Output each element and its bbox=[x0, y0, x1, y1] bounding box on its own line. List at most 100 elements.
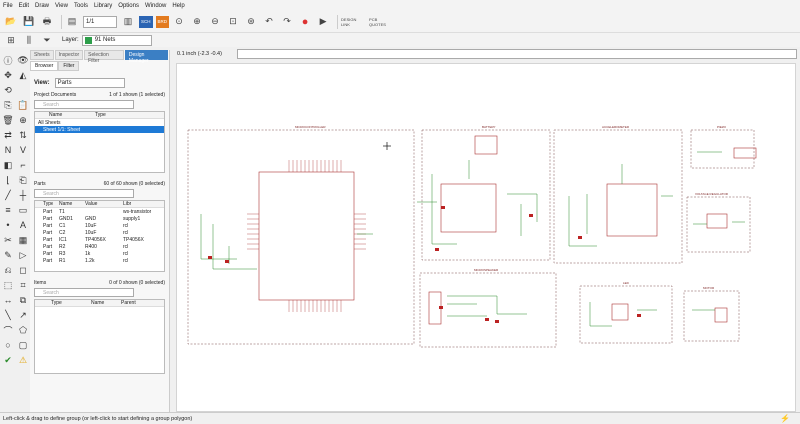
junction-icon[interactable]: • bbox=[6, 220, 10, 230]
value-icon[interactable]: V bbox=[19, 145, 26, 155]
zoom-redraw-icon[interactable]: ⊛ bbox=[247, 16, 255, 26]
items-search[interactable]: Search bbox=[34, 288, 134, 297]
group-icon[interactable]: ⬚ bbox=[3, 279, 13, 290]
replace-icon[interactable]: ⇄ bbox=[4, 129, 12, 140]
dim-icon[interactable]: ↗ bbox=[19, 309, 27, 320]
add-icon[interactable]: ⊕ bbox=[19, 114, 27, 125]
menu-view[interactable]: View bbox=[55, 2, 68, 9]
command-line-input[interactable] bbox=[237, 49, 797, 59]
stop-icon[interactable]: ● bbox=[301, 15, 309, 28]
tab-sheets[interactable]: Sheets bbox=[30, 50, 54, 60]
sch-button[interactable]: SCH bbox=[139, 15, 153, 28]
rect-icon[interactable]: ▢ bbox=[18, 339, 28, 350]
info-icon[interactable]: ⓘ bbox=[3, 55, 13, 66]
measure-icon[interactable]: ↔ bbox=[3, 295, 13, 305]
schematic-drawing[interactable]: MICROCONTROLLER BATTERY ACCELEROMETER PI… bbox=[176, 63, 796, 412]
tree-item-sheet[interactable]: Sheet 1/1: Sheet bbox=[35, 126, 164, 133]
tab-selection-filter[interactable]: Selection Filter bbox=[84, 50, 124, 64]
paste-icon[interactable]: 📋 bbox=[17, 99, 29, 110]
save-icon[interactable]: 💾 bbox=[23, 16, 35, 26]
brd-button[interactable]: BRD bbox=[155, 15, 170, 28]
text-icon[interactable]: A bbox=[19, 220, 26, 230]
delete-icon[interactable]: 🗑 bbox=[2, 114, 14, 125]
name-icon[interactable]: N bbox=[4, 145, 12, 155]
smash-icon[interactable]: ◧ bbox=[3, 159, 13, 170]
project-docs-search[interactable]: Search bbox=[34, 100, 134, 109]
zoom-fit-icon[interactable]: ⊙ bbox=[175, 16, 183, 26]
columns-icon[interactable]: ⫼ bbox=[26, 34, 32, 45]
menu-help[interactable]: Help bbox=[172, 2, 185, 9]
menu-options[interactable]: Options bbox=[118, 2, 139, 9]
menu-edit[interactable]: Edit bbox=[18, 2, 30, 9]
sheet-frame-led bbox=[579, 285, 673, 344]
arc-icon[interactable]: ⌒ bbox=[3, 325, 13, 336]
tree-item-all-sheets[interactable]: All Sheets bbox=[35, 119, 164, 126]
design-link-button[interactable]: DESIGN LINK bbox=[341, 16, 357, 27]
tab-design-manager[interactable]: Design Manager bbox=[124, 50, 168, 64]
eye-icon[interactable]: 👁 bbox=[17, 54, 29, 65]
miter-icon[interactable]: ⌊ bbox=[6, 174, 10, 185]
parts-search[interactable]: Search bbox=[34, 189, 134, 198]
split-icon[interactable]: ⌐ bbox=[20, 160, 26, 170]
wire-icon[interactable]: ╱ bbox=[5, 189, 11, 200]
pencil-icon[interactable]: ✎ bbox=[4, 249, 12, 260]
go-icon[interactable]: ▶ bbox=[319, 16, 327, 26]
rotate-icon[interactable]: ⟲ bbox=[4, 84, 12, 95]
label-icon[interactable]: ▭ bbox=[18, 204, 28, 215]
menu-file[interactable]: File bbox=[3, 2, 13, 9]
frame-icon[interactable]: ⌗ bbox=[20, 279, 26, 290]
print-icon[interactable]: 🖶 bbox=[42, 15, 52, 26]
open-icon[interactable]: 📂 bbox=[5, 16, 17, 26]
pad-icon[interactable]: ◻ bbox=[19, 264, 27, 275]
net-icon[interactable]: ┼ bbox=[19, 190, 27, 200]
pinswap-icon[interactable]: ⇅ bbox=[19, 129, 27, 140]
zoom-in-icon[interactable]: ⊕ bbox=[193, 16, 201, 26]
invoke-icon[interactable]: ⎗ bbox=[19, 174, 27, 185]
table-cell: C1 bbox=[59, 222, 66, 229]
move-icon[interactable]: ✥ bbox=[4, 69, 12, 80]
grid-icon[interactable]: ⊞ bbox=[7, 34, 15, 45]
table-cell: GND1 bbox=[59, 215, 73, 222]
menu-draw[interactable]: Draw bbox=[35, 2, 50, 9]
undo-icon[interactable]: ↶ bbox=[265, 16, 273, 26]
redo-icon[interactable]: ↷ bbox=[283, 16, 291, 26]
ripup-icon[interactable]: ✂ bbox=[4, 234, 12, 245]
circle-icon[interactable]: ○ bbox=[5, 340, 11, 350]
tab-inspector[interactable]: Inspector bbox=[54, 50, 84, 60]
attribute-icon[interactable]: ▦ bbox=[18, 234, 28, 245]
mirror-icon[interactable]: ◭ bbox=[19, 69, 27, 80]
menu-tools[interactable]: Tools bbox=[73, 2, 88, 9]
zoom-select-icon[interactable]: ⊡ bbox=[229, 16, 237, 26]
copy-icon[interactable]: ⎘ bbox=[4, 99, 12, 110]
menu-window[interactable]: Window bbox=[144, 2, 167, 9]
erc-icon[interactable]: ✔ bbox=[4, 354, 12, 365]
zoom-out-icon[interactable]: ⊖ bbox=[211, 16, 219, 26]
line-icon[interactable]: ╲ bbox=[5, 309, 11, 320]
menu-library[interactable]: Library bbox=[93, 2, 113, 9]
tab-filter[interactable]: Filter bbox=[58, 61, 80, 71]
warning-icon[interactable]: ⚠ bbox=[18, 354, 28, 365]
layer-icon[interactable]: ⧉ bbox=[19, 294, 27, 305]
layer-select[interactable]: 91 Nets bbox=[81, 34, 152, 46]
table-cell: GND bbox=[85, 215, 97, 222]
col-type: Type bbox=[43, 201, 53, 207]
polygon-icon[interactable]: ⬠ bbox=[19, 324, 27, 335]
pcb-quotes-button[interactable]: PCB QUOTES bbox=[369, 16, 386, 27]
connect-icon[interactable]: ⎌ bbox=[4, 264, 12, 275]
bus-icon[interactable]: ≡ bbox=[5, 205, 11, 215]
cam-icon[interactable]: ▤ bbox=[67, 16, 77, 26]
filter-icon[interactable]: ⏷ bbox=[43, 34, 51, 45]
sheet-arrow-icon[interactable]: ▥ bbox=[123, 16, 133, 26]
sheet-select[interactable]: 1/1 bbox=[83, 15, 117, 28]
tab-browser[interactable]: Browser bbox=[30, 61, 59, 71]
gate-icon[interactable]: ▷ bbox=[19, 249, 27, 260]
view-select[interactable]: Parts bbox=[54, 78, 125, 88]
